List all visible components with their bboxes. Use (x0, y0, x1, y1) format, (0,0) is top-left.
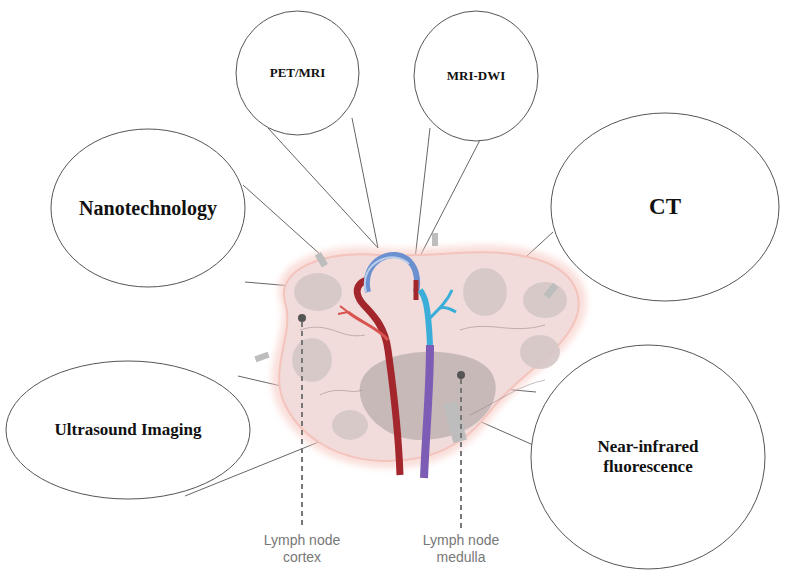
method-label: Nanotechnology (79, 197, 217, 220)
method-label: Near-infrared fluorescence (568, 437, 728, 476)
method-ellipse: MRI-DWI (413, 10, 539, 142)
method-label: Ultrasound Imaging (55, 420, 202, 440)
text-holder: CT (550, 112, 780, 302)
method-label: PET/MRI (270, 66, 326, 81)
text-holder: Ultrasound Imaging (5, 360, 251, 500)
text-holder: PET/MRI (235, 10, 360, 136)
text-holder: MRI-DWI (413, 10, 539, 142)
part-label: Lymph node medulla (413, 532, 509, 566)
method-ellipse: PET/MRI (235, 10, 360, 136)
part-label: Lymph node cortex (254, 532, 350, 566)
method-label: CT (649, 194, 681, 220)
method-ellipse: Ultrasound Imaging (5, 360, 251, 500)
method-label: MRI-DWI (447, 69, 506, 84)
method-ellipse: Near-infrared fluorescence (530, 344, 766, 570)
method-ellipse: Nanotechnology (50, 128, 246, 288)
method-ellipse: CT (550, 112, 780, 302)
text-holder: Near-infrared fluorescence (530, 344, 766, 570)
text-holder: Nanotechnology (50, 128, 246, 288)
